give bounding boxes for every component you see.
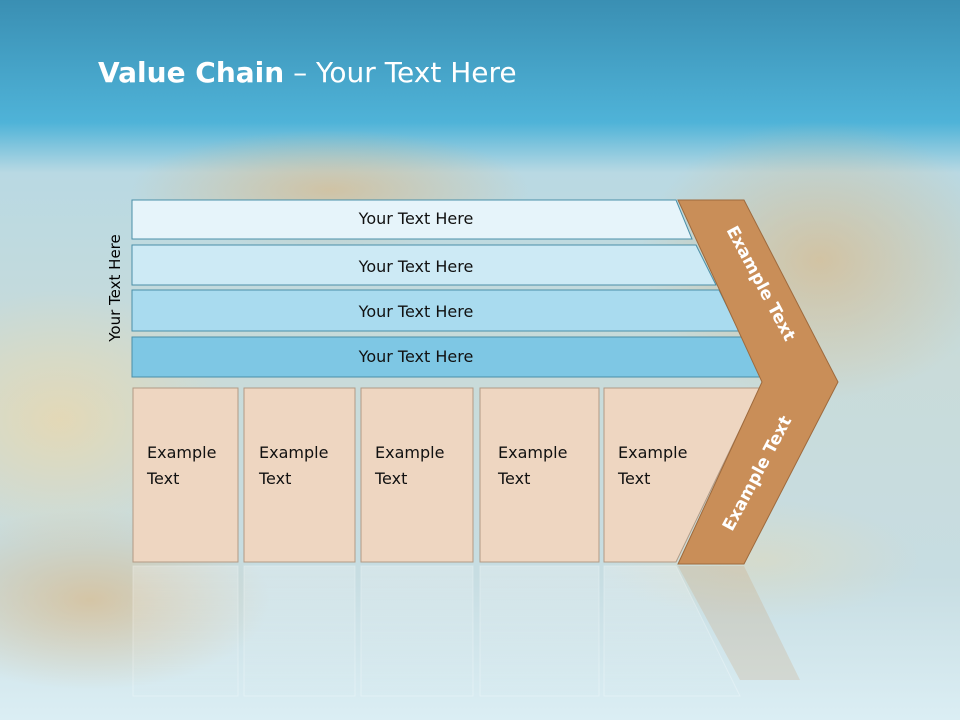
activity-box-5-line2: Text [617,469,650,488]
margin-chevron [677,199,839,565]
activity-box-2-line2: Text [258,469,291,488]
activity-box-4-line2: Text [497,469,530,488]
title-bold: Value Chain [98,56,285,89]
title-rest: – Your Text Here [284,56,517,89]
activity-box-2-line1: Example [259,443,328,462]
activity-box-3-line1: Example [375,443,444,462]
bar-2-label: Your Text Here [358,257,474,276]
activity-box-5 [603,387,761,563]
activity-box-1 [132,387,239,563]
activity-box-3-line2: Text [374,469,407,488]
side-label: Your Text Here [106,234,124,342]
activity-box-4 [479,387,600,563]
bar-1 [131,199,693,240]
activity-box-3 [360,387,474,563]
activity-box-1-line1: Example [147,443,216,462]
bar-4-label: Your Text Here [358,347,474,366]
activity-box-4-line1: Example [498,443,567,462]
activity-box-1-line2: Text [146,469,179,488]
activity-box-5-line1: Example [618,443,687,462]
bar-2 [131,244,717,286]
diagram-reflection [132,565,800,697]
bar-3-label: Your Text Here [358,302,474,321]
slide-title: Value Chain – Your Text Here [98,56,517,89]
bar-1-label: Your Text Here [358,209,474,228]
activity-box-2 [243,387,356,563]
